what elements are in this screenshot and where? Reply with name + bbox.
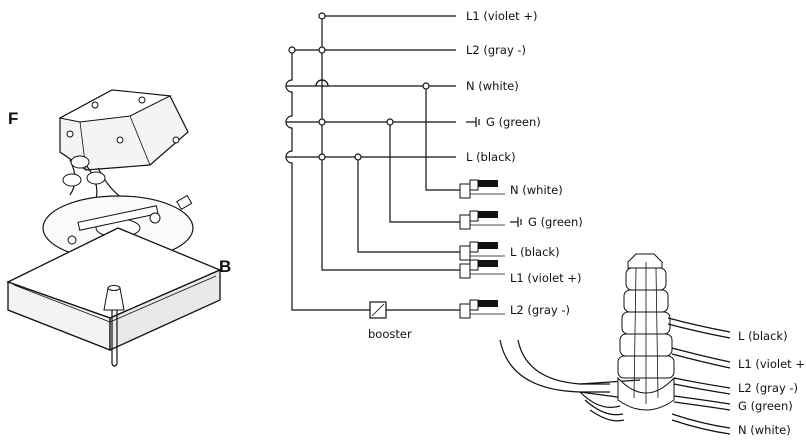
junction-dots	[288, 12, 430, 161]
wire-nut-stack-icon	[617, 253, 675, 411]
plug-l-icon	[459, 241, 505, 261]
callout-b: B	[219, 257, 231, 276]
callout-f: F	[8, 109, 18, 128]
plug-g-icon	[459, 210, 505, 230]
bundle-label-l2: L2 (gray -)	[738, 381, 798, 395]
bundle-label-l1: L1 (violet +)	[738, 357, 806, 371]
fixture-label-l2: L2 (gray -)	[510, 303, 570, 317]
booster-icon	[369, 301, 460, 319]
plug-l1-icon	[459, 259, 505, 279]
bundle-label-l: L (black)	[738, 329, 788, 343]
bus-label-l: L (black)	[466, 150, 516, 164]
fixture-label-l1: L1 (violet +)	[510, 271, 581, 285]
plug-n-icon	[459, 179, 505, 199]
ground-symbol-small-icon	[510, 217, 522, 227]
bundle-label-n: N (white)	[738, 423, 791, 437]
bundle-wires	[579, 317, 731, 435]
fixture-label-g: G (green)	[528, 215, 583, 229]
vertical-feeders	[285, 16, 460, 311]
ceiling-box-icon	[58, 89, 189, 171]
ground-symbol-icon	[466, 117, 480, 127]
schematic: booster L1 (violet +) L2 (gray -) N (whi…	[285, 9, 583, 341]
bus-label-g: G (green)	[486, 115, 541, 129]
bus-label-n: N (white)	[466, 79, 519, 93]
canopy-icon	[6, 227, 222, 367]
connector-plugs	[459, 179, 505, 319]
fixture-label-l: L (black)	[510, 245, 560, 259]
bus-label-l1: L1 (violet +)	[466, 9, 537, 23]
bundle-label-g: G (green)	[738, 399, 793, 413]
booster-label: booster	[368, 327, 412, 341]
fixture-label-n: N (white)	[510, 183, 563, 197]
wire-bundle-illustration: L (black) L1 (violet +) L2 (gray -) G (g…	[499, 253, 806, 437]
plug-l2-icon	[459, 299, 505, 319]
junction-box-illustration: F B	[6, 89, 231, 367]
bus-lines	[286, 15, 456, 158]
bus-label-l2: L2 (gray -)	[466, 43, 526, 57]
